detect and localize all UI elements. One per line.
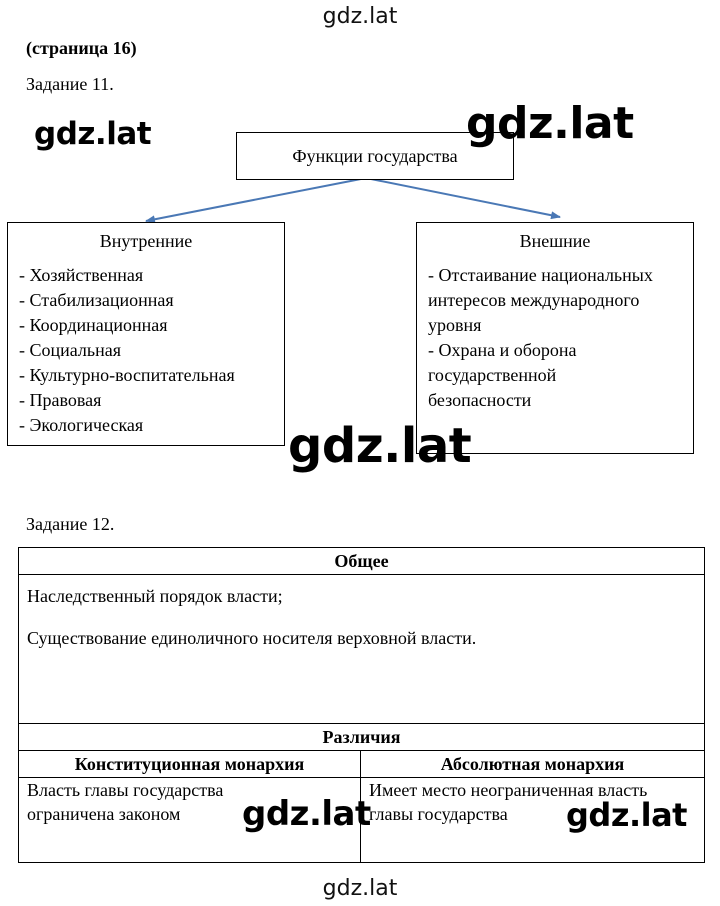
cell-line: главы государства (369, 804, 508, 824)
site-watermark: gdz.lat (566, 796, 687, 834)
common-cell: Наследственный порядок власти; Существов… (18, 574, 705, 724)
arrow-to-internal (145, 177, 367, 224)
internal-functions-box: Внутренние - Хозяйственная - Стабилизаци… (7, 222, 285, 446)
external-functions-title: Внешние (519, 231, 591, 251)
list-item: - Культурно-воспитательная (19, 365, 235, 385)
cell-constitutional: Власть главы государства ограничена зако… (18, 777, 361, 863)
common-item: Существование единоличного носителя верх… (27, 628, 477, 648)
task-11-title: Задание 11. (26, 74, 114, 94)
root-node-state-functions: Функции государства (236, 132, 514, 180)
site-watermark-bottom: gdz.lat (322, 876, 398, 901)
list-item: - Охрана и оборона (428, 340, 577, 360)
common-item: Наследственный порядок власти; (27, 586, 283, 606)
cell-line: ограничена законом (27, 804, 181, 824)
list-item: интересов международного (428, 290, 640, 310)
page-label: (страница 16) (26, 38, 137, 58)
site-watermark: gdz.lat (288, 418, 472, 474)
task-12-title: Задание 12. (26, 514, 115, 534)
list-item: - Отстаивание национальных (428, 265, 653, 285)
list-item: - Координационная (19, 315, 168, 335)
column-header-absolute: Абсолютная монархия (360, 750, 705, 778)
cell-absolute: Имеет место неограниченная власть главы … (360, 777, 705, 863)
internal-functions-list: - Хозяйственная - Стабилизационная - Коо… (19, 263, 284, 438)
external-functions-list: - Отстаивание национальных интересов меж… (428, 263, 693, 413)
list-item: уровня (428, 315, 482, 335)
list-item: - Экологическая (19, 415, 144, 435)
list-item: - Хозяйственная (19, 265, 144, 285)
site-watermark: gdz.lat (34, 116, 152, 152)
root-node-label: Функции государства (292, 145, 458, 166)
list-item: - Правовая (19, 390, 102, 410)
external-functions-box: Внешние - Отстаивание национальных интер… (416, 222, 694, 454)
internal-functions-title: Внутренние (99, 231, 193, 251)
cell-line: Власть главы государства (27, 780, 224, 800)
differences-header: Различия (18, 723, 705, 751)
list-item: безопасности (428, 390, 532, 410)
list-item: - Социальная (19, 340, 122, 360)
list-item: - Стабилизационная (19, 290, 174, 310)
common-header: Общее (18, 547, 705, 575)
list-item: государственной (428, 365, 557, 385)
site-watermark: gdz.lat (242, 794, 371, 834)
column-header-constitutional: Конституционная монархия (18, 750, 361, 778)
arrow-to-external (365, 177, 561, 220)
site-watermark-top: gdz.lat (322, 4, 398, 29)
cell-line: Имеет место неограниченная власть (369, 780, 648, 800)
monarchy-comparison-table: Общее Наследственный порядок власти; Сущ… (18, 547, 705, 863)
site-watermark: gdz.lat (466, 98, 634, 149)
